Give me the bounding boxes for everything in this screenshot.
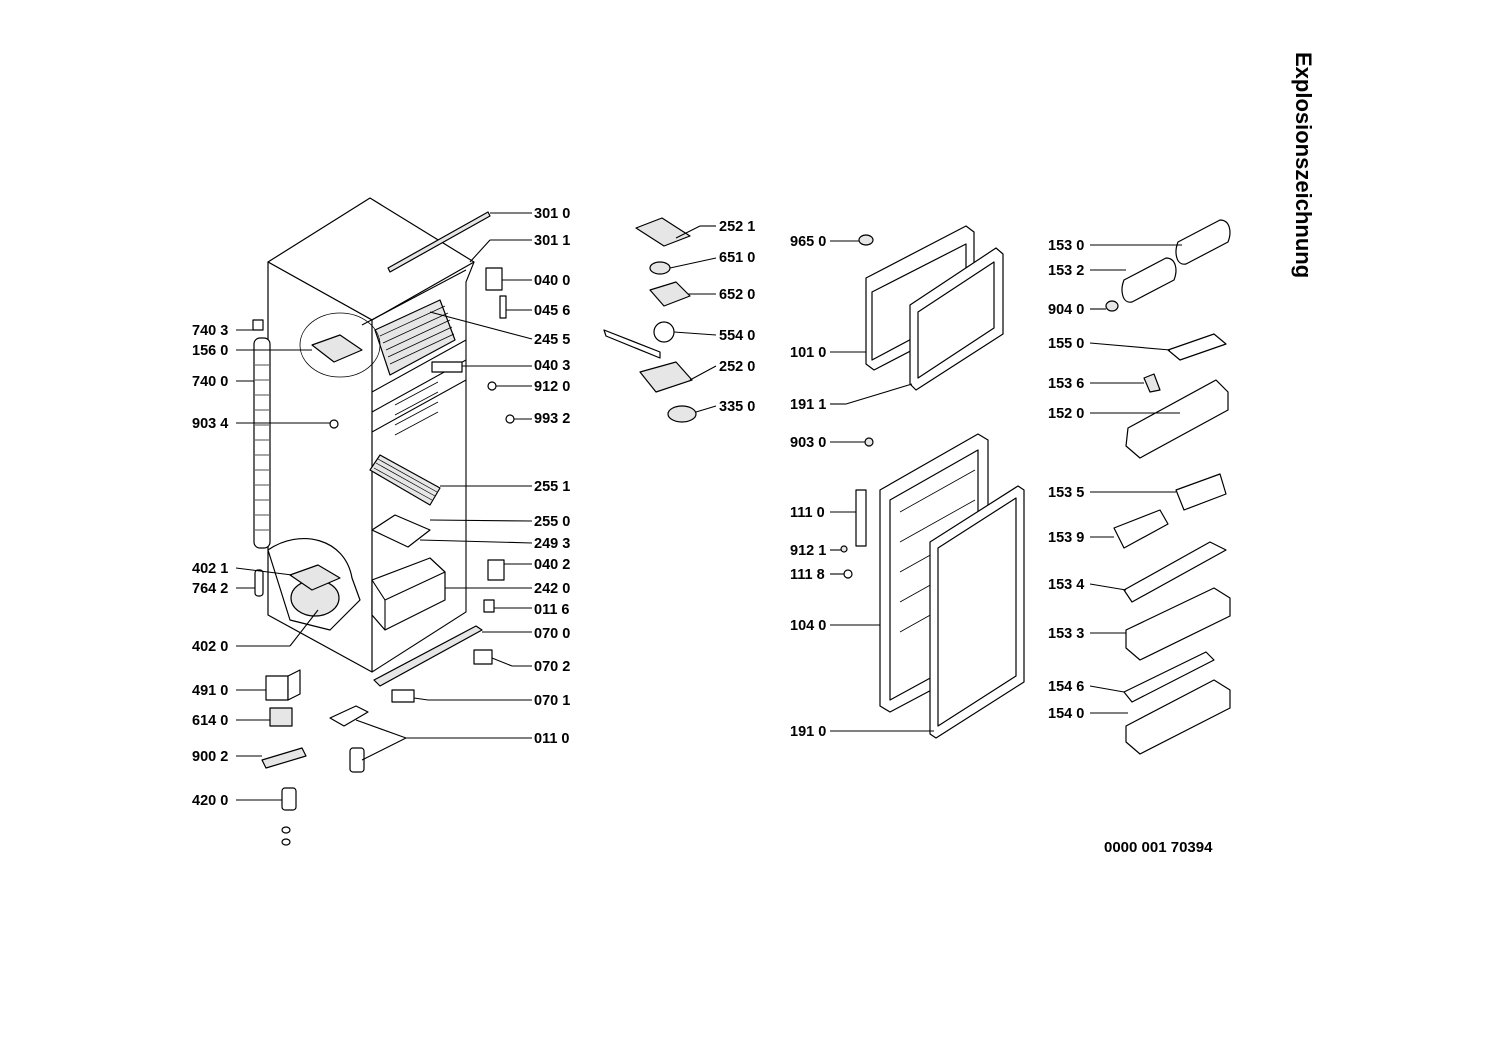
part-label: 152 0 (1048, 406, 1084, 422)
document-number: 0000 001 70394 (1104, 839, 1213, 856)
part-label: 904 0 (1048, 302, 1084, 318)
part-label: 402 0 (192, 639, 228, 655)
part-label: 402 1 (192, 561, 228, 577)
part-label: 153 4 (1048, 577, 1084, 593)
part-label: 011 6 (534, 602, 570, 618)
part-label: 070 1 (534, 693, 570, 709)
part-label: 242 0 (534, 581, 570, 597)
part-label: 252 1 (719, 219, 755, 235)
part-label: 554 0 (719, 328, 755, 344)
part-label: 740 3 (192, 323, 228, 339)
part-label: 040 2 (534, 557, 570, 573)
part-label: 040 0 (534, 273, 570, 289)
part-label: 249 3 (534, 536, 570, 552)
part-label: 301 0 (534, 206, 570, 222)
part-label: 011 0 (534, 731, 570, 747)
part-label: 153 9 (1048, 530, 1084, 546)
part-label: 301 1 (534, 233, 570, 249)
part-label: 912 1 (790, 543, 826, 559)
part-label: 111 0 (790, 505, 825, 521)
part-label: 101 0 (790, 345, 826, 361)
part-label: 900 2 (192, 749, 228, 765)
part-label: 153 5 (1048, 485, 1084, 501)
part-label: 335 0 (719, 399, 755, 415)
part-label: 614 0 (192, 713, 228, 729)
part-label: 040 3 (534, 358, 570, 374)
freezer-door-drawing (858, 225, 1004, 447)
part-label: 903 0 (790, 435, 826, 451)
part-label: 764 2 (192, 581, 228, 597)
part-label: 252 0 (719, 359, 755, 375)
part-labels: 301 0 301 1 040 0 045 6 245 5 040 3 912 … (192, 206, 1084, 809)
part-label: 903 4 (192, 416, 228, 432)
part-label: 740 0 (192, 374, 228, 390)
part-label: 111 8 (790, 567, 825, 583)
part-label: 153 0 (1048, 238, 1084, 254)
part-label: 104 0 (790, 618, 826, 634)
part-label: 070 0 (534, 626, 570, 642)
diagram-title: Explosionszeichnung (1291, 52, 1316, 278)
part-label: 491 0 (192, 683, 228, 699)
thermostat-parts-drawing (603, 217, 697, 423)
part-label: 045 6 (534, 303, 570, 319)
part-label: 153 6 (1048, 376, 1084, 392)
refrigerator-cabinet-drawing (252, 197, 515, 703)
leader-lines (235, 212, 1182, 801)
part-label: 255 1 (534, 479, 570, 495)
part-label: 965 0 (790, 234, 826, 250)
part-label: 652 0 (719, 287, 755, 303)
part-label: 153 3 (1048, 626, 1084, 642)
part-label: 191 0 (790, 724, 826, 740)
part-label: 154 6 (1048, 679, 1084, 695)
electrical-parts-drawing (261, 669, 369, 846)
part-label: 070 2 (534, 659, 570, 675)
part-label: 155 0 (1048, 336, 1084, 352)
part-label: 245 5 (534, 332, 570, 348)
part-label: 651 0 (719, 250, 755, 266)
part-label: 420 0 (192, 793, 228, 809)
part-label: 191 1 (790, 397, 826, 413)
part-label: 912 0 (534, 379, 570, 395)
part-label: 153 2 (1048, 263, 1084, 279)
part-label: 255 0 (534, 514, 570, 530)
part-label: 154 0 (1048, 706, 1084, 722)
part-label: 993 2 (534, 411, 570, 427)
part-label: 156 0 (192, 343, 228, 359)
fridge-door-drawing (840, 433, 1025, 739)
door-bins-drawing (1105, 219, 1231, 755)
